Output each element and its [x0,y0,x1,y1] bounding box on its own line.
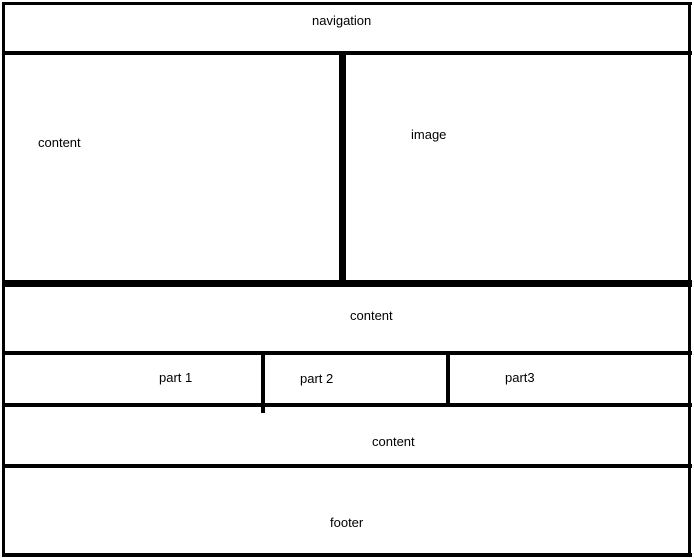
parts-bottom-line [4,403,692,407]
content-lower-label: content [372,434,415,449]
content-left-label: content [38,135,81,150]
hero-bottom-line [2,280,692,287]
parts-divider-line-2 [446,353,450,407]
parts-divider-line-1 [261,353,265,413]
image-label: image [411,127,447,142]
part1-label: part 1 [159,370,193,385]
right-border-line [688,2,691,557]
part2-label: part 2 [300,371,334,386]
navigation-bottom-line [2,51,692,55]
hero-divider-line [339,53,346,284]
top-border-line [2,2,692,5]
navigation-label: navigation [312,13,372,28]
bottom-border-line [2,553,692,557]
lower-content-bottom-line [2,464,692,468]
content-middle-label: content [350,308,393,323]
left-border-line [2,2,5,557]
middle-content-bottom-line [4,351,692,355]
footer-label: footer [330,515,364,530]
part3-label: part3 [505,370,535,385]
